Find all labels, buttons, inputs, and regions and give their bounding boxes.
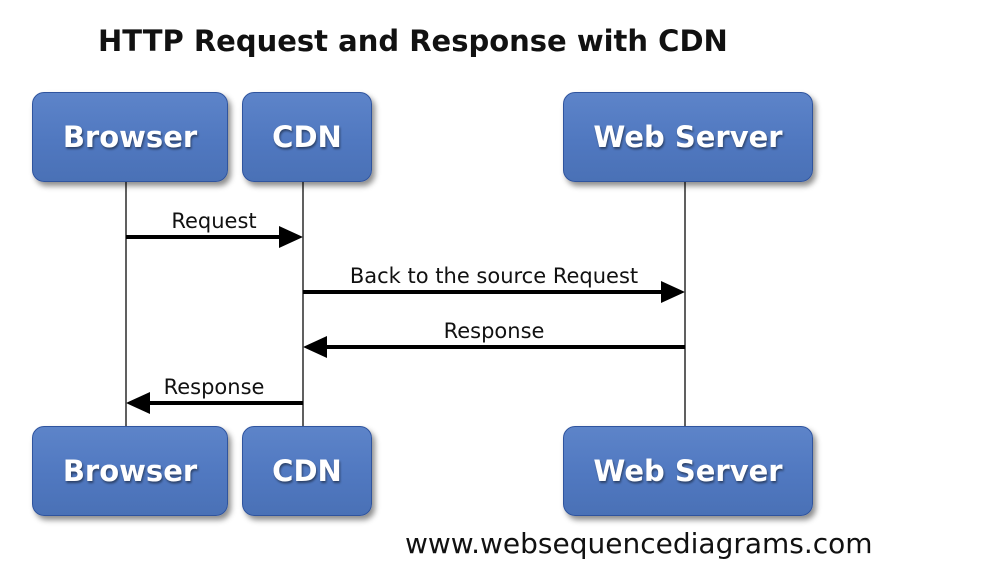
actor-label-cdn: CDN xyxy=(272,454,342,488)
message-label: Response xyxy=(443,319,545,343)
message-line xyxy=(303,290,663,294)
message-label: Request xyxy=(171,209,257,233)
lifeline-webserver xyxy=(684,180,686,428)
actor-box-cdn-bottom: CDN xyxy=(242,426,372,516)
arrowhead-left-icon xyxy=(303,336,327,358)
arrowhead-left-icon xyxy=(126,392,150,414)
diagram-title: HTTP Request and Response with CDN xyxy=(98,24,728,58)
actor-label-browser: Browser xyxy=(62,120,198,154)
arrowhead-right-icon xyxy=(661,281,685,303)
actor-box-webserver-bottom: Web Server xyxy=(563,426,813,516)
actor-label-cdn: CDN xyxy=(272,120,342,154)
actor-label-webserver: Web Server xyxy=(593,120,783,154)
message-line xyxy=(325,345,685,349)
arrowhead-right-icon xyxy=(279,226,303,248)
message-label: Back to the source Request xyxy=(349,264,639,288)
actor-box-cdn-top: CDN xyxy=(242,92,372,182)
message-line xyxy=(126,235,283,239)
message-line xyxy=(148,401,303,405)
actor-box-browser-top: Browser xyxy=(32,92,228,182)
actor-box-webserver-top: Web Server xyxy=(563,92,813,182)
watermark-url: www.websequencediagrams.com xyxy=(405,527,873,560)
lifeline-cdn xyxy=(302,180,304,428)
actor-box-browser-bottom: Browser xyxy=(32,426,228,516)
lifeline-browser xyxy=(125,180,127,428)
actor-label-webserver: Web Server xyxy=(593,454,783,488)
actor-label-browser: Browser xyxy=(62,454,198,488)
message-label: Response xyxy=(163,375,265,399)
